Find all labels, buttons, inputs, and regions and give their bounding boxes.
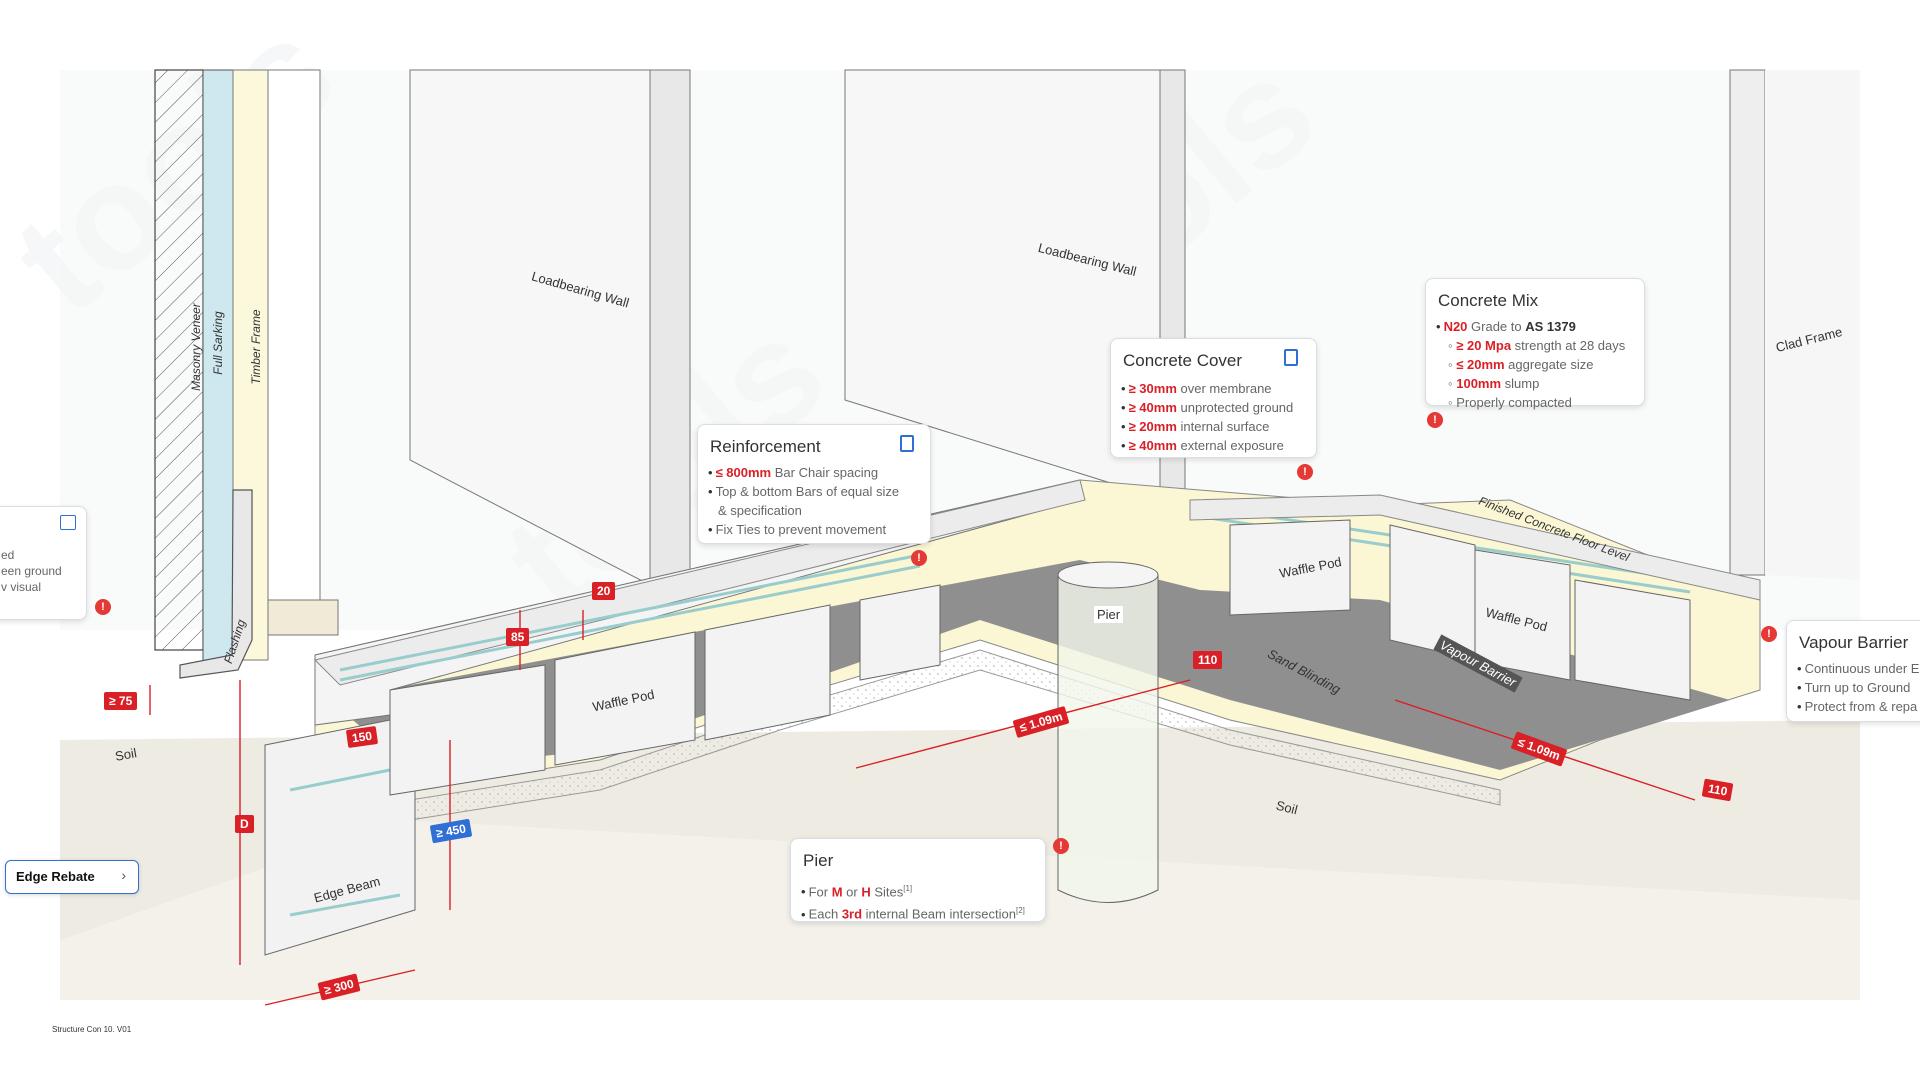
masonry-veneer-label: Masonry Veneer bbox=[189, 303, 203, 391]
timber-frame-label: Timber Frame bbox=[249, 309, 263, 385]
alert-icon[interactable]: ! bbox=[1427, 412, 1443, 428]
masonry-veneer bbox=[154, 69, 204, 651]
left-card-line: een ground bbox=[1, 564, 62, 578]
alert-icon[interactable]: ! bbox=[1053, 838, 1069, 854]
reinforcement-item: •Fix Ties to prevent movement bbox=[708, 522, 887, 537]
edge-beam-block bbox=[264, 719, 416, 956]
alert-icon[interactable]: ! bbox=[911, 550, 927, 566]
cover-item: •≥ 20mm internal surface bbox=[1121, 419, 1270, 434]
reinforcement-item: •Top & bottom Bars of equal size bbox=[708, 484, 900, 499]
pier-title: Pier bbox=[803, 851, 834, 870]
concrete-cover-card[interactable]: Concrete Cover •≥ 30mm over membrane •≥ … bbox=[1110, 338, 1317, 458]
full-sarking-label: Full Sarking bbox=[211, 311, 225, 375]
pier-shape bbox=[1057, 561, 1159, 903]
pier-label: Pier bbox=[1094, 606, 1124, 623]
chevron-right-icon: › bbox=[121, 867, 126, 883]
mix-item: ◦ ≥ 20 Mpa strength at 28 days bbox=[1448, 338, 1626, 353]
vapour-item: •Protect from & repa bbox=[1797, 699, 1918, 714]
alert-icon[interactable]: ! bbox=[1297, 464, 1313, 480]
concrete-mix-title: Concrete Mix bbox=[1438, 291, 1539, 310]
edge-rebate-button[interactable]: Edge Rebate › bbox=[5, 860, 139, 894]
waffle-pod-3 bbox=[1474, 549, 1571, 681]
reinforcement-title: Reinforcement bbox=[710, 437, 821, 456]
edge-rebate-label: Edge Rebate bbox=[16, 869, 95, 884]
reinforcement-item: •≤ 800mm Bar Chair spacing bbox=[708, 465, 879, 480]
reinforcement-card[interactable]: Reinforcement •≤ 800mm Bar Chair spacing… bbox=[697, 424, 931, 544]
left-card-line: v visual bbox=[1, 580, 42, 594]
mix-item: ◦ 100mm slump bbox=[1448, 376, 1540, 391]
cover-item: •≥ 30mm over membrane bbox=[1121, 381, 1272, 396]
dim-depth: D bbox=[235, 815, 254, 833]
dim-20: 20 bbox=[592, 582, 616, 600]
concrete-cover-title: Concrete Cover bbox=[1123, 351, 1243, 370]
drawing-reference: Structure Con 10. V01 bbox=[52, 1025, 132, 1034]
reinforcement-item: & specification bbox=[718, 503, 802, 518]
vapour-barrier-card[interactable]: Vapour Barrier •Continuous under E •Turn… bbox=[1786, 620, 1920, 722]
dim-110-a: 110 bbox=[1193, 651, 1223, 669]
pier-card[interactable]: Pier •For M or H Sites[1] •Each 3rd inte… bbox=[790, 838, 1046, 922]
vapour-item: •Continuous under E bbox=[1797, 661, 1920, 676]
dim-85: 85 bbox=[506, 628, 530, 646]
cover-item: •≥ 40mm unprotected ground bbox=[1121, 400, 1294, 415]
mix-grade: •N20 Grade to AS 1379 bbox=[1436, 319, 1576, 334]
image-icon[interactable] bbox=[60, 515, 76, 530]
cover-item: •≥ 40mm external exposure bbox=[1121, 438, 1284, 453]
waffle-pod-1 bbox=[554, 631, 696, 766]
waffle-pod-2 bbox=[1229, 519, 1351, 616]
document-icon[interactable] bbox=[900, 435, 914, 452]
left-card-line: ed bbox=[1, 548, 15, 562]
mix-item: ◦ ≤ 20mm aggregate size bbox=[1448, 357, 1594, 372]
mix-item: ◦ Properly compacted bbox=[1448, 395, 1572, 410]
pier-item: •For M or H Sites[1] bbox=[801, 884, 913, 900]
dim-min-75: ≥ 75 bbox=[104, 692, 138, 710]
document-icon[interactable] bbox=[1284, 349, 1298, 366]
pier-item: •Each 3rd internal Beam intersection[2] bbox=[801, 906, 1025, 922]
alert-icon[interactable]: ! bbox=[1761, 626, 1777, 642]
left-info-card[interactable]: ed een ground v visual bbox=[0, 506, 87, 620]
full-sarking bbox=[202, 69, 234, 671]
flashing bbox=[179, 489, 253, 679]
vapour-item: •Turn up to Ground bbox=[1797, 680, 1911, 695]
concrete-mix-card[interactable]: Concrete Mix •N20 Grade to AS 1379 ◦ ≥ 2… bbox=[1425, 278, 1645, 410]
vapour-barrier-title: Vapour Barrier bbox=[1799, 633, 1909, 652]
alert-icon[interactable]: ! bbox=[95, 599, 111, 615]
